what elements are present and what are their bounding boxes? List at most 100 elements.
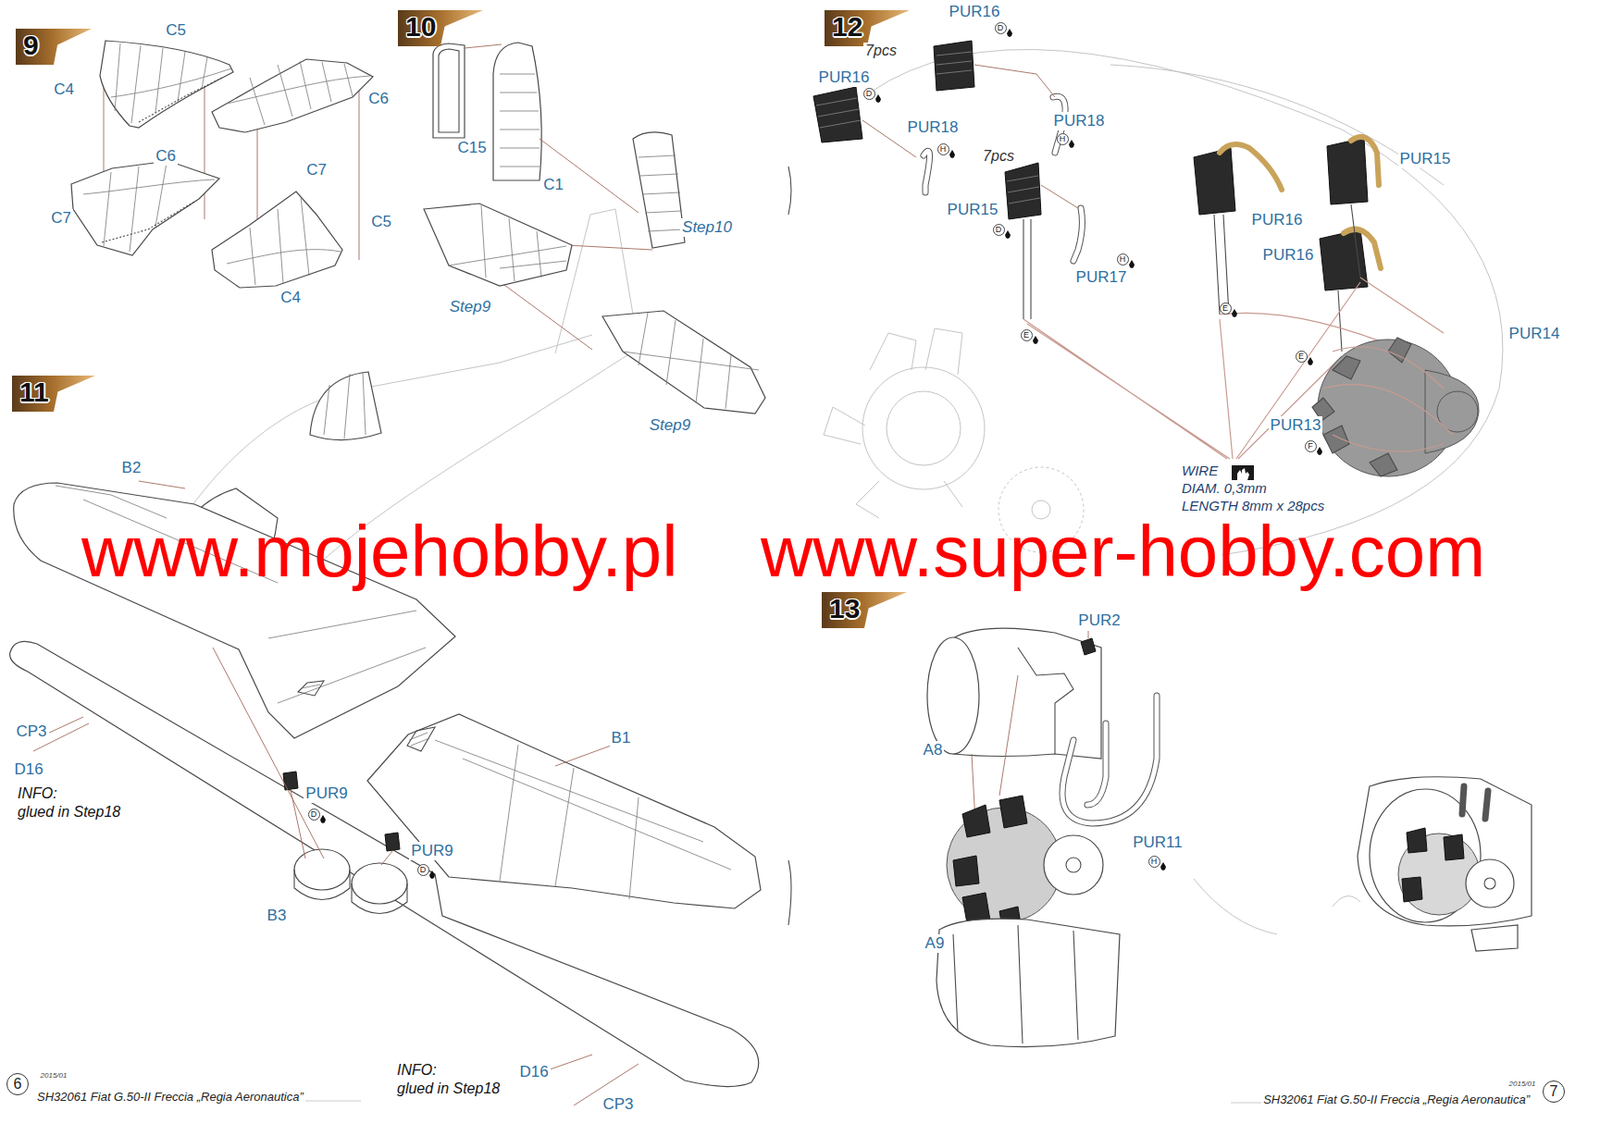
- part-number: PUR16: [1250, 210, 1305, 230]
- line-art: [936, 918, 1120, 1047]
- line-art: [1219, 144, 1282, 190]
- line-art: [464, 44, 502, 49]
- glue-code: D: [994, 22, 1007, 35]
- line-art: [1323, 347, 1453, 452]
- line-art: [1073, 208, 1082, 261]
- glue-code: D: [417, 864, 430, 877]
- part-number: PUR15: [1398, 149, 1453, 169]
- line-art: [953, 925, 1079, 1044]
- part-number: PUR16: [1261, 246, 1316, 265]
- step-reference: Step9: [447, 297, 493, 317]
- print-date: 2015/01: [1509, 1079, 1537, 1089]
- line-art: [1343, 229, 1381, 269]
- step-badge: 9: [15, 28, 92, 65]
- line-art: [448, 205, 567, 282]
- glue-code: H: [1148, 855, 1161, 869]
- line-art: [1357, 777, 1532, 927]
- glue-code: H: [1056, 133, 1069, 146]
- step-badge: 12: [824, 10, 910, 47]
- line-art: [407, 727, 435, 752]
- page-number: 6: [6, 1073, 29, 1096]
- part-number: PUR15: [945, 200, 1001, 220]
- print-date: 2015/01: [40, 1071, 68, 1080]
- part-number: B3: [265, 906, 289, 926]
- glue-code: H: [1116, 253, 1129, 266]
- line-art: [493, 42, 542, 181]
- line-art: [862, 367, 985, 490]
- cowling-parts: [927, 628, 1532, 1047]
- watermark: www.mojehobby.pl: [81, 515, 679, 588]
- watermark: www.super-hobby.com: [760, 515, 1486, 588]
- line-art: [423, 203, 572, 286]
- line-art: [1193, 879, 1361, 935]
- wing-assembly: [10, 166, 792, 1106]
- step-badge: 10: [397, 10, 484, 47]
- glue-drop: [1316, 446, 1323, 456]
- line-art: [933, 40, 975, 91]
- line-art: [862, 64, 1079, 209]
- line-art: [138, 77, 223, 123]
- part-number: CP3: [13, 722, 49, 742]
- line-art: [1327, 137, 1368, 205]
- line-art: [1401, 828, 1464, 903]
- line-art: [1080, 638, 1096, 656]
- line-art: [367, 714, 761, 909]
- line-art: [923, 150, 931, 193]
- line-art: [1319, 229, 1368, 291]
- glue-code: E: [1295, 350, 1308, 363]
- line-art: [499, 74, 540, 167]
- line-art: [211, 191, 343, 288]
- line-art: [1484, 878, 1496, 890]
- glue-drop: [1307, 357, 1314, 366]
- line-art: [1465, 859, 1514, 908]
- line-art: [283, 771, 298, 791]
- glue-drop: [320, 815, 326, 824]
- part-number: C6: [366, 89, 391, 109]
- rudder-parts: [433, 42, 639, 213]
- line-art: [1006, 175, 1041, 204]
- line-art: [927, 637, 980, 755]
- line-art: [622, 312, 759, 410]
- line-art: [1312, 337, 1412, 477]
- line-art: [301, 684, 321, 689]
- line-art: [33, 717, 639, 1106]
- badge-fill: [12, 375, 96, 412]
- step-reference: Step9: [647, 416, 693, 435]
- glue-drop: [1004, 230, 1011, 239]
- quantity-note: 7pcs: [980, 148, 1017, 165]
- step-number: 12: [824, 10, 863, 41]
- step-number: 10: [397, 10, 436, 41]
- line-art: [816, 98, 861, 128]
- line-art: [1110, 64, 1444, 186]
- line-art: [384, 832, 400, 852]
- line-art: [923, 150, 931, 193]
- part-number: D16: [517, 1063, 550, 1082]
- part-number: C7: [49, 209, 74, 228]
- part-number: PUR17: [1074, 268, 1129, 287]
- glue-code: E: [1020, 329, 1033, 342]
- line-art: [351, 863, 408, 905]
- line-art: [71, 161, 220, 256]
- part-number: PUR18: [1052, 111, 1107, 131]
- line-art: [211, 59, 373, 133]
- line-art: [1087, 723, 1106, 806]
- line-art: [1062, 695, 1157, 824]
- step-badge: 11: [12, 375, 96, 412]
- info-note: glued in Step18: [15, 804, 123, 821]
- line-art: [1462, 786, 1489, 819]
- glue-code: E: [1219, 302, 1232, 315]
- part-number: B2: [120, 458, 144, 478]
- line-art: [1066, 857, 1081, 873]
- part-number: C5: [163, 21, 188, 40]
- line-art: [294, 869, 408, 915]
- part-number: C6: [153, 147, 178, 166]
- glue-drop: [1231, 309, 1238, 318]
- glue-drop: [1068, 139, 1075, 149]
- glue-drop: [429, 870, 435, 880]
- info-note: INFO:: [395, 1062, 439, 1080]
- part-number: PUR18: [905, 118, 961, 137]
- line-art: [409, 732, 430, 746]
- badge-fill: [821, 592, 907, 629]
- line-art: [813, 86, 863, 143]
- line-art: [632, 132, 685, 249]
